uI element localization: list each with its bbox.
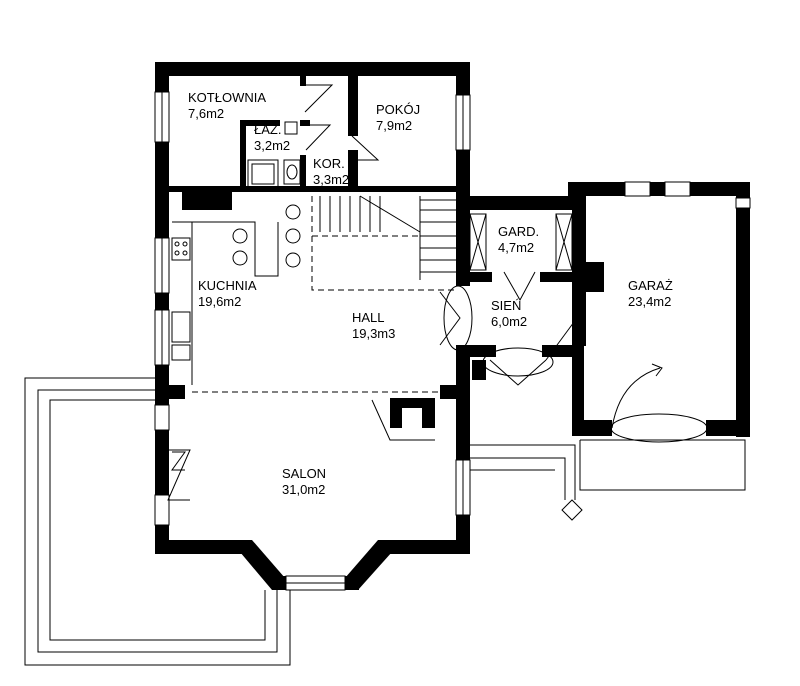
sien-name: SIEŃ [491,298,521,313]
kuchnia-name: KUCHNIA [198,278,257,293]
pokoj-name: POKÓJ [376,102,420,117]
sien-area: 6,0m2 [491,314,527,329]
room-labels: KOTŁOWNIA 7,6m2 POKÓJ 7,9m2 ŁAZ. 3,2m2 K… [188,90,673,497]
garderoba-area: 4,7m2 [498,240,534,255]
entrance-paving [470,439,746,521]
garaz-area: 23,4m2 [628,294,671,309]
pokoj-area: 7,9m2 [376,118,412,133]
windows [154,91,751,591]
interior-walls [155,76,486,441]
stairs [311,195,456,291]
lazienka-area: 3,2m2 [254,138,290,153]
doors [167,84,708,501]
kuchnia-area: 19,6m2 [198,294,241,309]
hall-area: 19,3m3 [352,326,395,341]
garaz-name: GARAŻ [628,278,673,293]
korytarz-name: KOR. [313,156,345,171]
kitchen-fixtures [171,204,440,393]
hall-name: HALL [352,310,385,325]
korytarz-area: 3,3m2 [313,172,349,187]
salon-name: SALON [282,466,326,481]
kotlownia-name: KOTŁOWNIA [188,90,266,105]
terrace [24,377,291,666]
bathroom-fixtures [247,121,301,189]
garderoba-name: GARD. [498,224,539,239]
salon-area: 31,0m2 [282,482,325,497]
wardrobes [469,213,573,271]
lazienka-name: ŁAZ. [254,122,281,137]
kotlownia-area: 7,6m2 [188,106,224,121]
